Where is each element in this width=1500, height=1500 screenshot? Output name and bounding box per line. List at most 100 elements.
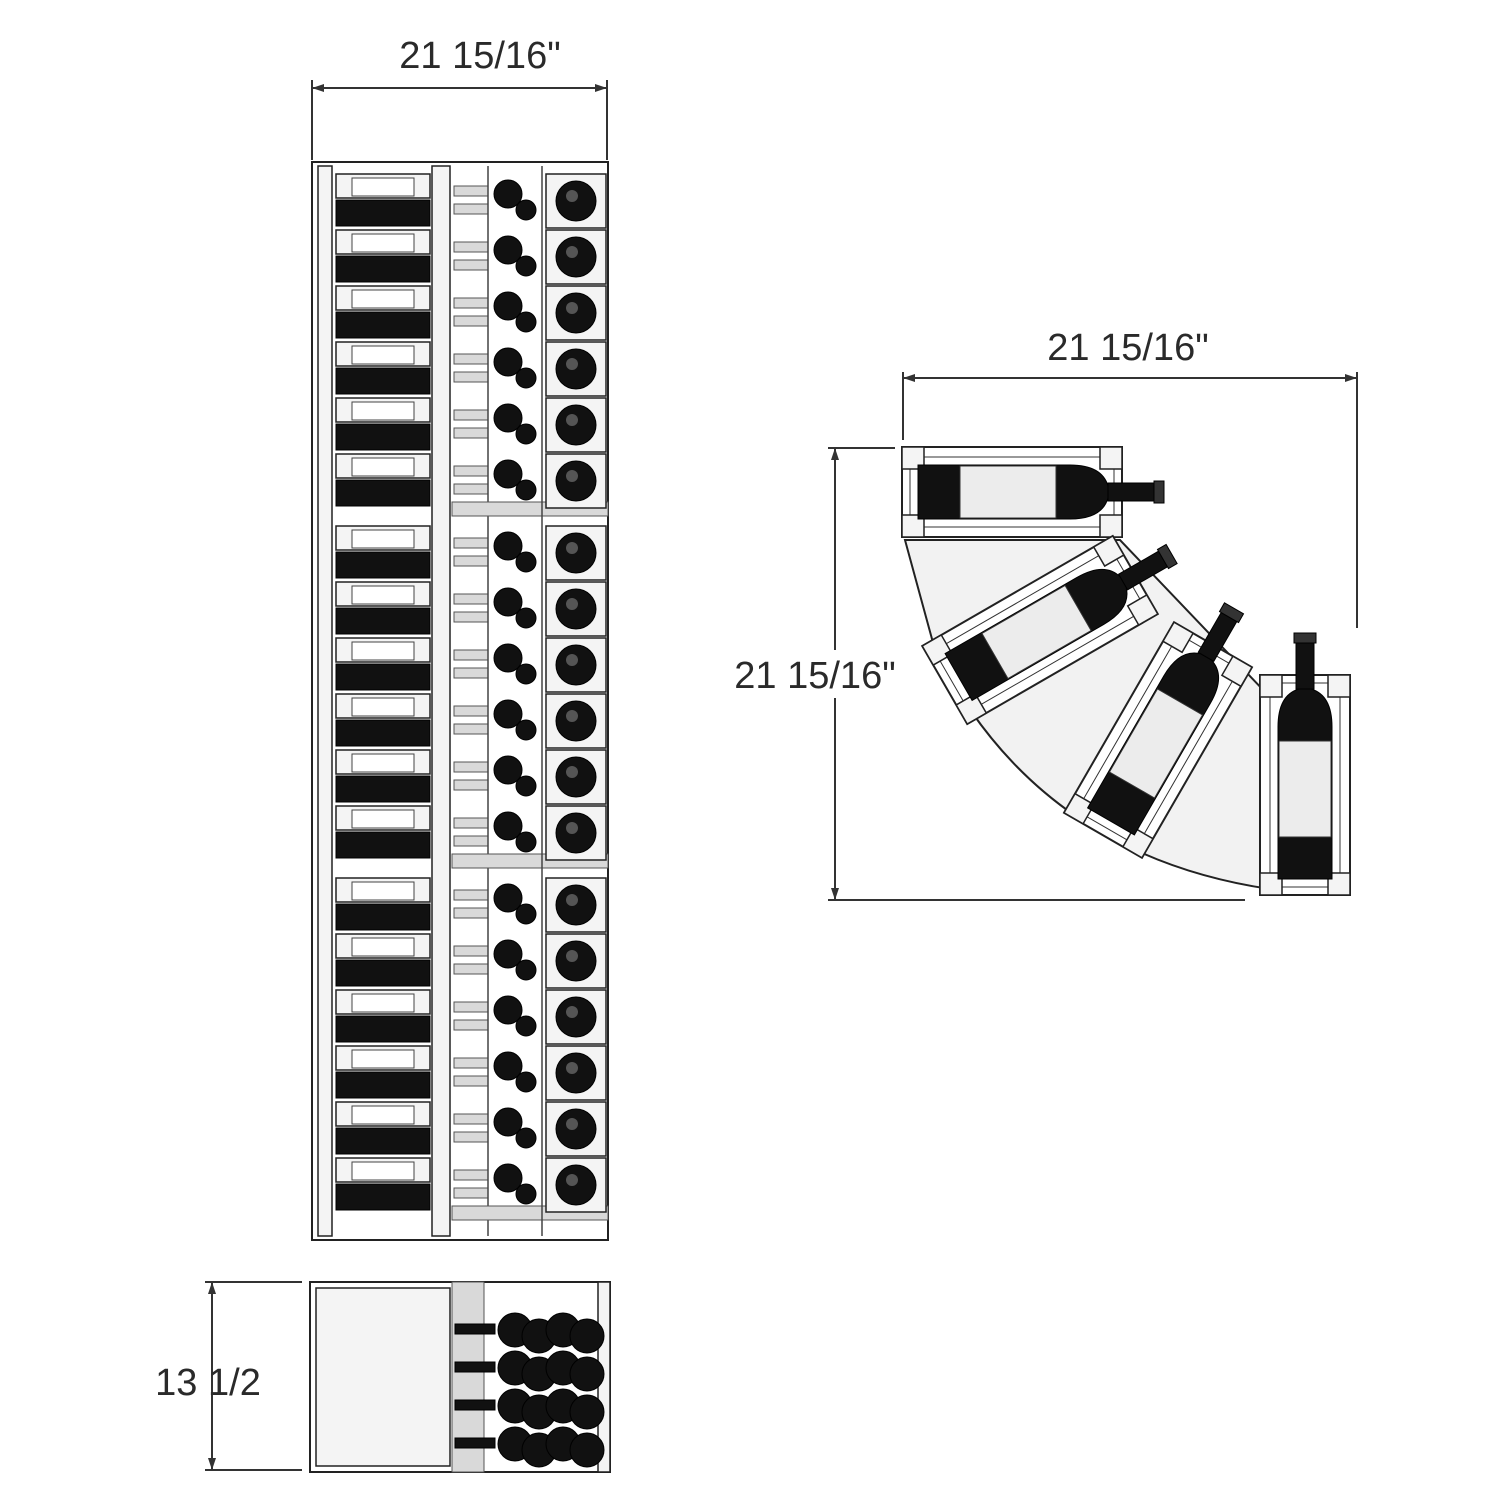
- front-bottle-neck: [493, 1051, 523, 1081]
- side-bottle: [569, 1356, 605, 1392]
- front-cubby-slot: [351, 697, 415, 717]
- front-bottle-end: [555, 700, 597, 742]
- plan-corner-block: [1121, 826, 1154, 859]
- front-bottle-end: [555, 996, 597, 1038]
- plan-corner-block: [921, 634, 954, 667]
- front-width-dimension: 21 15/16": [311, 35, 608, 160]
- front-peg: [453, 963, 489, 975]
- front-peg: [453, 427, 489, 439]
- plan-bottle-cap: [1293, 632, 1317, 644]
- front-peg: [453, 353, 489, 365]
- front-bottle-highlight: [566, 190, 578, 202]
- front-bottle-highlight: [566, 246, 578, 258]
- plan-module-3: [1062, 602, 1254, 860]
- front-bottle-highlight: [566, 822, 578, 834]
- front-peg: [453, 649, 489, 661]
- front-peg: [453, 907, 489, 919]
- front-cubby-slot: [351, 881, 415, 901]
- plan-bottle-cap: [1156, 543, 1178, 570]
- plan-depth-label: 21 15/16": [734, 655, 895, 697]
- plan-corner-block: [1259, 872, 1283, 896]
- front-bottle-neck: [493, 939, 523, 969]
- front-cubby-slot: [351, 1105, 415, 1125]
- front-bottle-end: [555, 884, 597, 926]
- front-bottle-neck: [515, 607, 537, 629]
- front-cubby-bottle: [335, 311, 431, 339]
- front-peg: [453, 259, 489, 271]
- front-bottle-neck: [493, 755, 523, 785]
- front-bottle-end: [555, 236, 597, 278]
- front-bottle-neck: [515, 663, 537, 685]
- plan-corner-block: [901, 446, 925, 470]
- plan-corner-block: [955, 692, 988, 725]
- front-bottle-highlight: [566, 470, 578, 482]
- side-bottle-neck: [454, 1361, 496, 1373]
- side-bottle-neck: [454, 1399, 496, 1411]
- front-peg: [453, 1169, 489, 1181]
- plan-bottle-cap: [1218, 602, 1245, 624]
- front-bottle-neck: [515, 903, 537, 925]
- front-bottle-end: [555, 348, 597, 390]
- front-bottle-neck: [515, 367, 537, 389]
- front-peg: [453, 315, 489, 327]
- front-width-label: 21 15/16": [399, 35, 560, 77]
- front-cubby-slot: [351, 585, 415, 605]
- front-peg: [453, 705, 489, 717]
- front-cubby-bottle: [335, 959, 431, 987]
- front-bottle-highlight: [566, 302, 578, 314]
- front-peg: [453, 889, 489, 901]
- front-bottle-neck: [493, 1107, 523, 1137]
- front-cubby-slot: [351, 345, 415, 365]
- front-bottle-neck: [515, 479, 537, 501]
- front-bottle-neck: [493, 403, 523, 433]
- front-cubby-bottle: [335, 1127, 431, 1155]
- plan-view: 21 15/16" 21 15/16": [712, 327, 1358, 901]
- plan-corner-block: [1327, 872, 1351, 896]
- plan-bottle-neck: [1295, 642, 1315, 690]
- front-bottle-neck: [493, 995, 523, 1025]
- front-peg: [453, 1113, 489, 1125]
- plan-depth-dimension: 21 15/16": [712, 447, 1245, 901]
- front-bottle-neck: [493, 1163, 523, 1193]
- front-cubby-column: [335, 173, 431, 1211]
- front-cubby-bottle: [335, 775, 431, 803]
- front-bottle-neck: [515, 199, 537, 221]
- side-bottle-neck: [454, 1437, 496, 1449]
- front-divider: [431, 165, 451, 1237]
- plan-corner-block: [1162, 621, 1195, 654]
- front-cubby-bottle: [335, 663, 431, 691]
- front-cubby-slot: [351, 809, 415, 829]
- front-cubby-bottle: [335, 551, 431, 579]
- front-bottle-neck: [515, 255, 537, 277]
- plan-corner-block: [1092, 535, 1125, 568]
- front-bottle-highlight: [566, 1118, 578, 1130]
- front-bottle-highlight: [566, 414, 578, 426]
- front-cubby-bottle: [335, 479, 431, 507]
- front-peg: [453, 611, 489, 623]
- plan-module-4: [1259, 632, 1351, 896]
- front-cubby-bottle: [335, 1071, 431, 1099]
- plan-module-1: [901, 446, 1165, 538]
- front-bottle-end: [555, 292, 597, 334]
- front-cubby-bottle: [335, 1183, 431, 1211]
- plan-corner-block: [1099, 446, 1123, 470]
- front-bottle-neck: [515, 775, 537, 797]
- front-cubby-bottle: [335, 255, 431, 283]
- front-peg: [453, 1075, 489, 1087]
- front-cubby-slot: [351, 289, 415, 309]
- front-bottle-neck: [493, 291, 523, 321]
- plan-bottle-label: [959, 465, 1057, 519]
- front-bottle-end: [555, 644, 597, 686]
- front-peg: [453, 1019, 489, 1031]
- side-depth-label: 13 1/2: [155, 1362, 261, 1404]
- front-bottle-neck: [493, 883, 523, 913]
- front-bottle-end: [555, 812, 597, 854]
- plan-module-2: [920, 534, 1178, 726]
- front-bottle-neck: [493, 347, 523, 377]
- plan-bottle-cap: [1153, 480, 1165, 504]
- front-cubby-slot: [351, 529, 415, 549]
- front-bottle-neck: [515, 551, 537, 573]
- plan-bottle-label: [1108, 688, 1204, 799]
- front-bottle-highlight: [566, 950, 578, 962]
